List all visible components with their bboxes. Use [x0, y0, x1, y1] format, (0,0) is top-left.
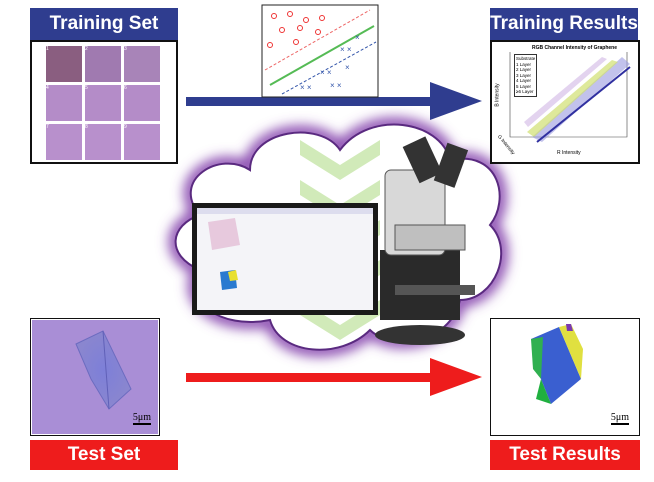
tile: 6 — [124, 85, 160, 121]
svg-text:×: × — [345, 63, 350, 72]
test-results-header: Test Results — [490, 440, 640, 470]
tile: 4 — [46, 85, 82, 121]
x-axis-label: R Intensity — [557, 150, 581, 156]
graphene-flake — [75, 330, 132, 410]
tile: 7 — [46, 124, 82, 160]
training-results-header: Training Results — [490, 8, 638, 40]
classified-flake — [531, 324, 583, 404]
scatter-plot — [509, 52, 631, 143]
legend-entry: 1 Layer — [516, 61, 532, 67]
scale-bar: 5μm — [610, 412, 629, 425]
legend-entry: 2 Layer — [516, 67, 532, 72]
legend-entry: Substrate — [516, 56, 536, 61]
tile: 9 — [124, 124, 160, 160]
chart-title: RGB Channel Intensity of Graphene — [531, 45, 617, 51]
svg-text:× ×: × × — [340, 45, 352, 54]
legend-entry: 5 Layer — [516, 83, 532, 89]
test-arrow — [186, 358, 482, 396]
chart-legend: Substrate 1 Layer 2 Layer 3 Layer 4 Laye… — [514, 54, 538, 97]
image-grid: 1 2 3 4 5 6 7 8 9 — [46, 46, 160, 160]
computer-monitor — [192, 203, 378, 315]
svg-text:× ×: × × — [300, 83, 312, 92]
training-arrow — [186, 82, 482, 120]
test-set-image: 5μm — [30, 318, 160, 436]
legend-entry: 4 Layer — [516, 78, 532, 83]
microscope — [375, 136, 475, 345]
tile: 3 — [124, 46, 160, 82]
training-set-image: 1 2 3 4 5 6 7 8 9 — [30, 40, 178, 164]
tile: 5 — [85, 85, 121, 121]
svg-text:×: × — [355, 33, 360, 42]
test-results-image: 5μm — [490, 318, 640, 436]
y-axis-label: B Intensity — [494, 83, 501, 107]
tile: 2 — [85, 46, 121, 82]
svg-text:× ×: × × — [330, 81, 342, 90]
tile: 1 — [46, 46, 82, 82]
training-set-header: Training Set — [30, 8, 178, 40]
training-results-chart: RGB Channel Intensity of Graphene Substr… — [490, 40, 640, 164]
test-set-header: Test Set — [30, 440, 178, 470]
tile: 8 — [85, 124, 121, 160]
svm-plot: × ××× ×× ××× × — [261, 4, 379, 98]
legend-entry: 3 Layer — [516, 72, 532, 78]
svg-text:× ×: × × — [320, 68, 332, 77]
legend-entry: ≥6 Layer — [516, 89, 534, 94]
scale-bar: 5μm — [132, 412, 151, 425]
